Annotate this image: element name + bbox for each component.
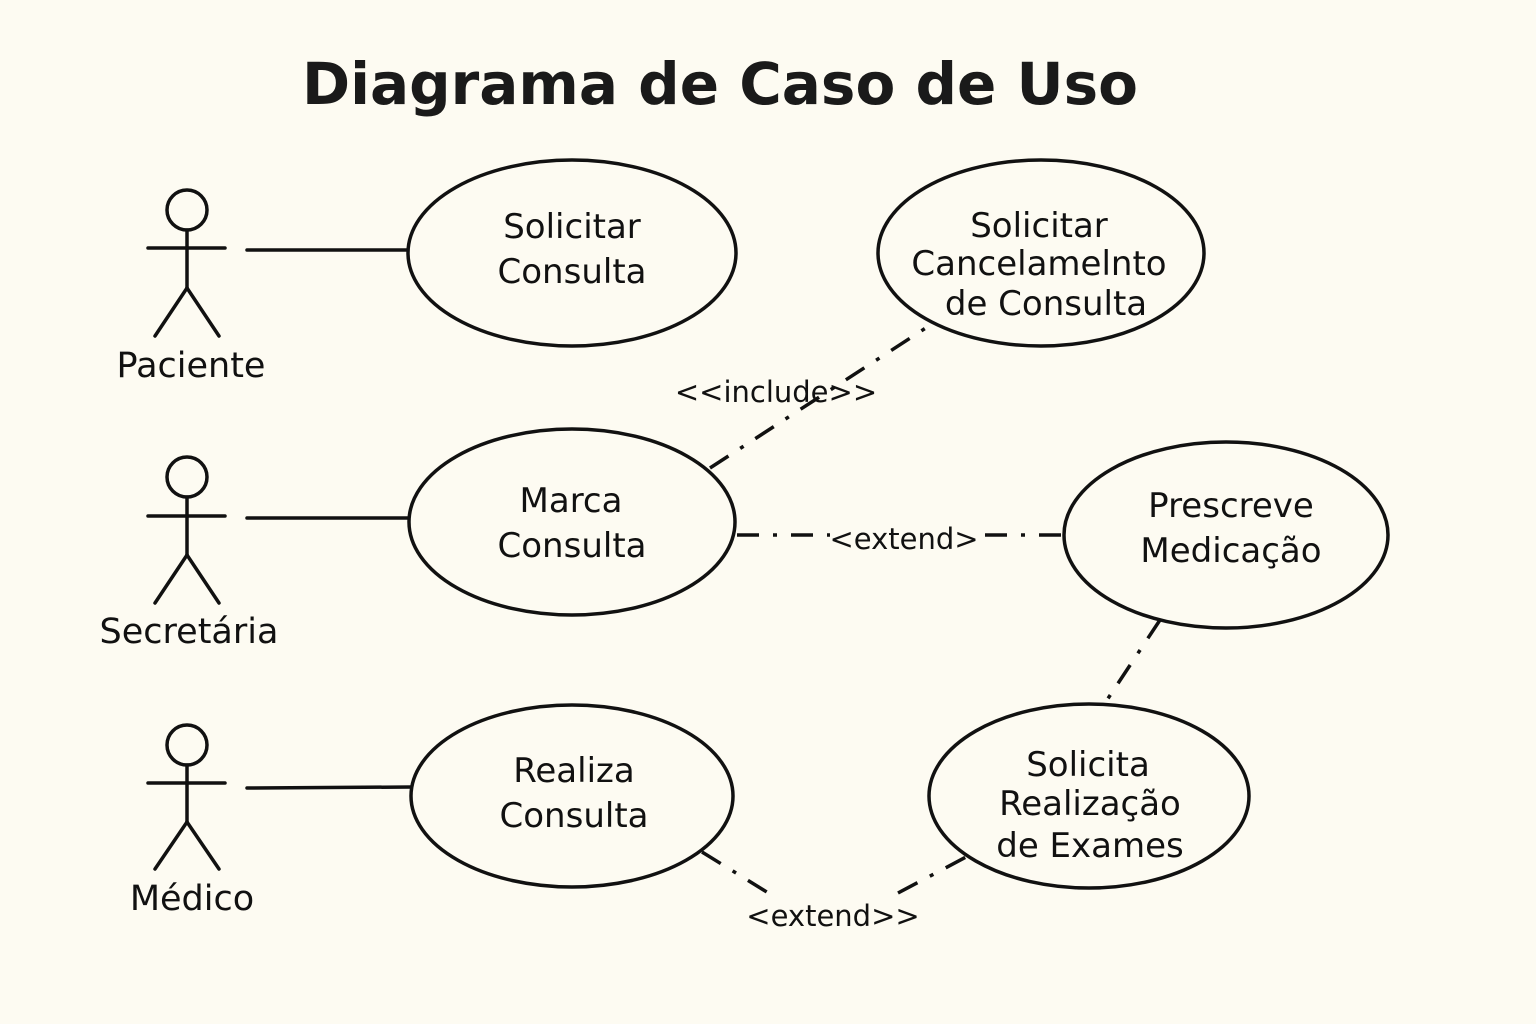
actor-leg-left-icon bbox=[153, 286, 189, 338]
use-case-text: Cancelamelnto bbox=[911, 244, 1166, 284]
use-case-text: Solicitar bbox=[503, 207, 641, 247]
actor-leg-right-icon bbox=[185, 553, 221, 605]
use-case-text: Solicitar bbox=[970, 206, 1108, 246]
use-case-text: Consulta bbox=[498, 526, 647, 566]
use-case-solicitar-cancelamento[interactable]: Solicitar Cancelamelnto de Consulta bbox=[876, 158, 1206, 348]
extend-label-bottom: <extend>> bbox=[746, 899, 919, 933]
actor-leg-right-icon bbox=[185, 286, 221, 338]
extend-relation-line-bottom-right bbox=[897, 854, 969, 895]
use-case-ellipse bbox=[406, 158, 738, 348]
use-case-ellipse bbox=[927, 702, 1251, 890]
actor-secretaria[interactable]: Secretária bbox=[100, 455, 279, 652]
use-case-text: Realização bbox=[999, 784, 1181, 824]
actor-medico[interactable]: Médico bbox=[130, 723, 254, 919]
use-case-text: Marca bbox=[520, 481, 623, 521]
use-case-ellipse bbox=[409, 703, 735, 889]
actor-leg-left-icon bbox=[153, 553, 189, 605]
use-case-ellipse bbox=[1062, 440, 1390, 630]
use-case-text: Realiza bbox=[513, 751, 634, 791]
include-relation-line bbox=[709, 320, 936, 470]
actor-leg-left-icon bbox=[153, 820, 189, 871]
actor-head-icon bbox=[165, 455, 209, 499]
actor-paciente[interactable]: Paciente bbox=[117, 188, 266, 386]
use-case-text: Medicação bbox=[1140, 531, 1321, 571]
actor-leg-right-icon bbox=[185, 820, 221, 871]
extend-label-middle: <extend> bbox=[829, 522, 978, 556]
extend-relation-line-bottom-left bbox=[701, 850, 771, 896]
use-case-text: Prescreve bbox=[1148, 486, 1314, 526]
use-case-text: Solicita bbox=[1026, 745, 1150, 785]
use-case-ellipse bbox=[407, 427, 737, 617]
actor-head-icon bbox=[165, 723, 209, 767]
actor-head-icon bbox=[165, 188, 209, 232]
actor-label: Médico bbox=[130, 879, 254, 919]
actor-label: Paciente bbox=[117, 346, 266, 386]
use-case-prescreve-medicacao[interactable]: Prescreve Medicação bbox=[1062, 440, 1390, 630]
use-case-text: Consulta bbox=[498, 252, 647, 292]
association-medico-realiza-consulta bbox=[245, 785, 414, 790]
actor-label: Secretária bbox=[100, 612, 279, 652]
use-case-solicita-exames[interactable]: Solicita Realização de Exames bbox=[927, 702, 1251, 890]
use-case-text: de Consulta bbox=[945, 284, 1147, 324]
use-case-solicitar-consulta[interactable]: Solicitar Consulta bbox=[406, 158, 738, 348]
use-case-marca-consulta[interactable]: Marca Consulta bbox=[407, 427, 737, 617]
use-case-ellipse bbox=[876, 158, 1206, 348]
dependency-relation-line bbox=[1101, 619, 1162, 707]
include-label: <<include>> bbox=[675, 375, 877, 409]
use-case-text: Consulta bbox=[500, 796, 649, 836]
diagram-title: Diagrama de Caso de Uso bbox=[302, 50, 1138, 118]
use-case-realiza-consulta[interactable]: Realiza Consulta bbox=[409, 703, 735, 889]
use-case-text: de Exames bbox=[996, 826, 1184, 866]
